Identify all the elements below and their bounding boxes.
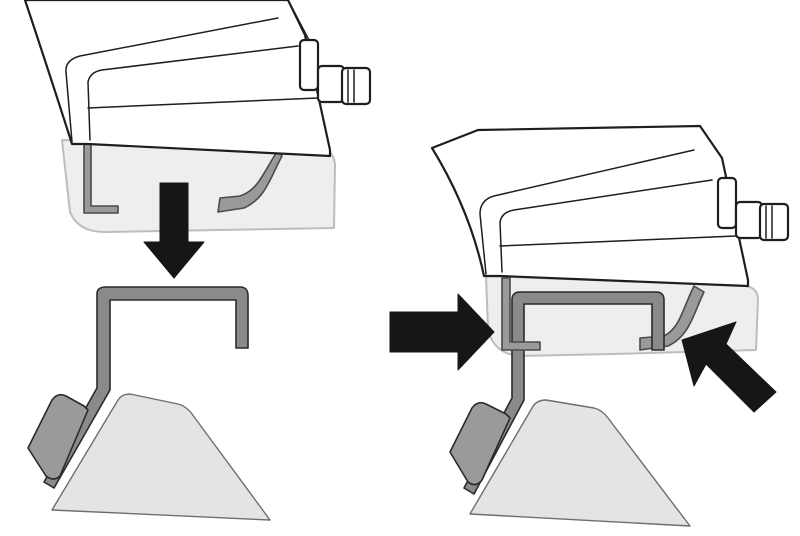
roof-rack-foot	[23, 0, 372, 158]
arrow-up-left-icon	[681, 321, 777, 413]
tightening-knob	[298, 38, 372, 106]
rubber-pad	[27, 393, 89, 480]
arrow-right-icon	[389, 293, 495, 371]
hook-right	[217, 149, 283, 213]
hook-left-2	[501, 277, 541, 351]
clamp-bar	[43, 286, 249, 489]
roof-rack-foot-2	[430, 124, 790, 288]
rubber-pad-2	[449, 401, 511, 486]
vehicle-roof-2	[469, 399, 691, 527]
panel-step-2	[389, 124, 790, 527]
vehicle-roof	[51, 393, 271, 521]
tightening-knob-2	[716, 176, 790, 242]
panel-step-1	[23, 0, 372, 521]
arrow-down-icon	[143, 182, 205, 279]
